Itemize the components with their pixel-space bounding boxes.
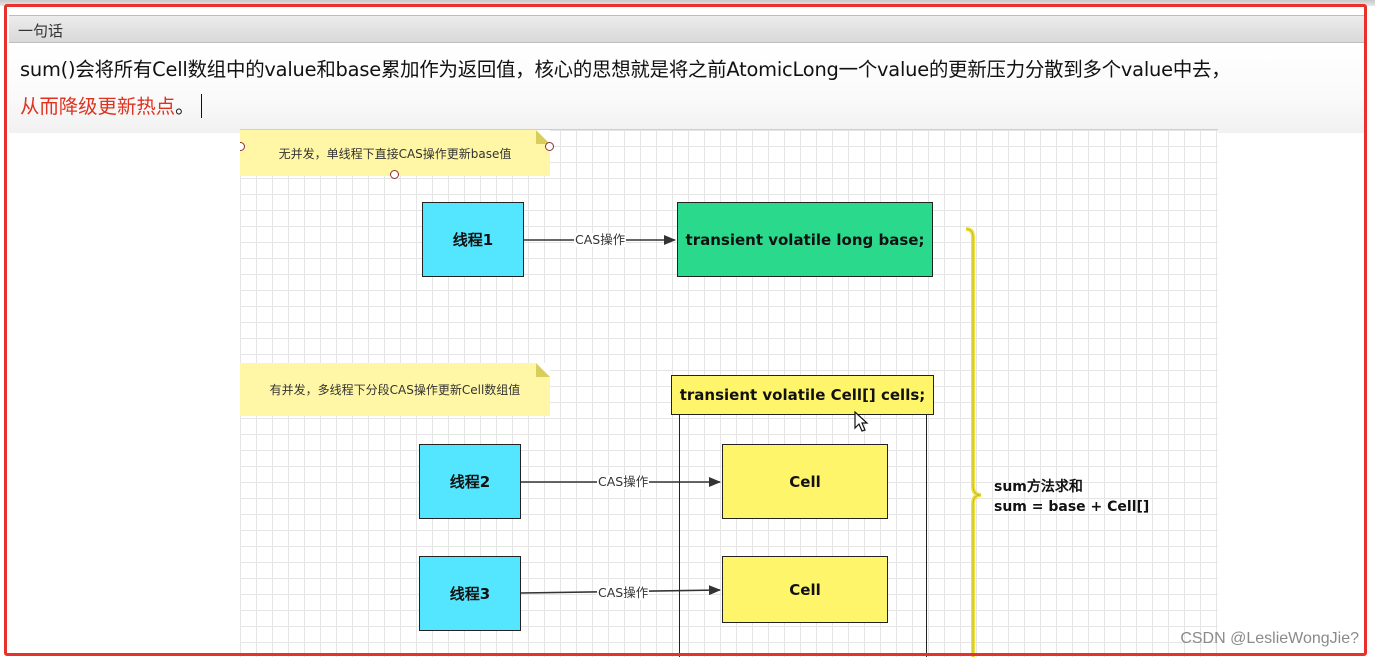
diagram-canvas[interactable]: 无并发，单线程下直接CAS操作更新base值 有并发，多线程下分段CAS操作更新… bbox=[240, 129, 1218, 657]
cell-box-2[interactable]: Cell bbox=[722, 556, 888, 623]
cas-label-2: CAS操作 bbox=[597, 474, 650, 489]
cell-label-2: Cell bbox=[789, 580, 821, 599]
cas-label-3: CAS操作 bbox=[597, 585, 650, 600]
thread-3-box[interactable]: 线程3 bbox=[419, 556, 521, 631]
note-concurrency-text: 有并发，多线程下分段CAS操作更新Cell数组值 bbox=[269, 383, 521, 397]
highlight-text: 从而降级更新热点 bbox=[20, 95, 176, 118]
paragraph-line-2: 从而降级更新热点。 bbox=[20, 90, 202, 119]
cells-field-label: transient volatile Cell[] cells; bbox=[679, 386, 926, 404]
base-field-label: transient volatile long base; bbox=[685, 230, 925, 249]
selection-handle-left[interactable] bbox=[240, 142, 245, 151]
sum-method-line-1: sum方法求和 bbox=[994, 479, 1083, 495]
thread-3-label: 线程3 bbox=[449, 585, 491, 603]
section-title: 一句话 bbox=[18, 22, 64, 40]
cas-label-1: CAS操作 bbox=[574, 232, 627, 247]
sum-brace-edge bbox=[965, 228, 982, 657]
sum-brace bbox=[965, 227, 982, 657]
csdn-watermark: CSDN @LeslieWongJie? bbox=[1180, 630, 1359, 647]
paragraph-line-1: sum()会将所有Cell数组中的value和base累加作为返回值，核心的思想… bbox=[20, 58, 1231, 81]
base-field-box[interactable]: transient volatile long base; bbox=[677, 202, 933, 277]
note-no-concurrency-text: 无并发，单线程下直接CAS操作更新base值 bbox=[278, 146, 512, 161]
mouse-cursor-icon bbox=[854, 411, 869, 432]
window-top-bar bbox=[0, 0, 1375, 6]
text-content[interactable]: sum()会将所有Cell数组中的value和base累加作为返回值，核心的思想… bbox=[9, 43, 1367, 133]
thread-1-box[interactable]: 线程1 bbox=[422, 202, 524, 277]
note-fold-corner bbox=[536, 130, 550, 144]
selection-handle-right[interactable] bbox=[545, 142, 554, 151]
cells-array-container[interactable] bbox=[679, 415, 927, 657]
sentence-period: 。 bbox=[175, 95, 195, 118]
cells-field-header[interactable]: transient volatile Cell[] cells; bbox=[671, 375, 934, 415]
thread-2-box[interactable]: 线程2 bbox=[419, 444, 521, 519]
selection-handle-bottom[interactable] bbox=[390, 170, 399, 179]
thread-1-label: 线程1 bbox=[452, 231, 494, 249]
note-no-concurrency[interactable]: 无并发，单线程下直接CAS操作更新base值 bbox=[240, 130, 550, 176]
note-fold-corner bbox=[536, 363, 550, 377]
sum-method-label: sum方法求和 sum = base + Cell[] bbox=[994, 477, 1149, 517]
text-caret bbox=[200, 94, 202, 118]
section-header: 一句话 bbox=[9, 15, 1367, 43]
sum-method-line-2: sum = base + Cell[] bbox=[994, 499, 1150, 515]
note-concurrency[interactable]: 有并发，多线程下分段CAS操作更新Cell数组值 bbox=[240, 363, 550, 416]
cell-box-1[interactable]: Cell bbox=[722, 444, 888, 519]
cell-label-1: Cell bbox=[789, 472, 821, 491]
thread-2-label: 线程2 bbox=[449, 473, 491, 491]
